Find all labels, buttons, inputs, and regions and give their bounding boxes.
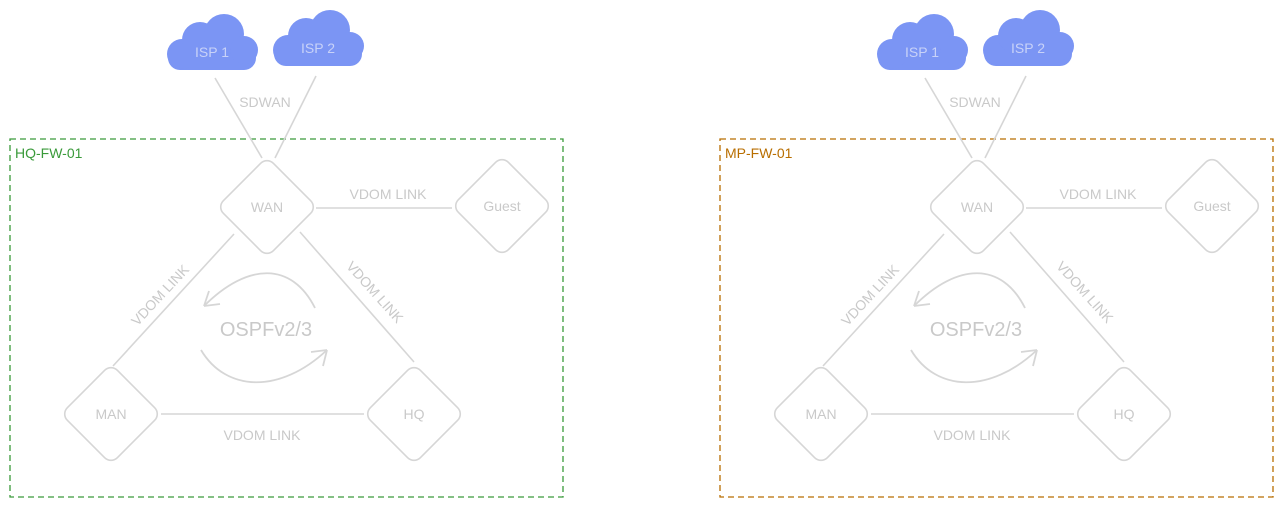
isp-label: ISP 2 (301, 40, 335, 56)
isp-cloud-1: ISP 1 (877, 14, 968, 70)
vdom-link-label: VDOM LINK (223, 427, 301, 443)
ospf-label: OSPFv2/3 (220, 319, 312, 341)
cycle-arrows-icon (910, 272, 1038, 384)
diamond-node-icon (219, 159, 315, 255)
firewall-title: HQ-FW-01 (15, 145, 83, 161)
diamond-node-icon (63, 366, 159, 462)
isp-label: ISP 2 (1011, 40, 1045, 56)
vdom-node-hq: HQ (1076, 366, 1172, 462)
cloud-icon (877, 14, 968, 70)
isp-label: ISP 1 (195, 44, 229, 60)
isp-cloud-2: ISP 2 (273, 10, 364, 66)
sdwan-link-isp1 (214, 77, 263, 159)
node-label: HQ (404, 406, 425, 422)
cloud-icon (983, 10, 1074, 66)
sdwan-label: SDWAN (239, 94, 291, 110)
vdom-link-label: VDOM LINK (838, 261, 903, 329)
vdom-link-label: VDOM LINK (349, 186, 427, 202)
firewall-title: MP-FW-01 (725, 145, 793, 161)
ospf-label: OSPFv2/3 (930, 319, 1022, 341)
node-label: Guest (483, 198, 520, 214)
vdom-node-hq: HQ (366, 366, 462, 462)
vdom-link-label: VDOM LINK (128, 261, 193, 329)
vdom-node-man: MAN (63, 366, 159, 462)
node-label: WAN (251, 199, 283, 215)
sdwan-link-isp2 (984, 75, 1027, 159)
vdom-link-label: VDOM LINK (933, 427, 1011, 443)
node-label: MAN (95, 406, 126, 422)
vdom-node-wan: WAN (219, 159, 315, 255)
link-wan-man (112, 233, 235, 367)
vdom-node-guest: Guest (454, 158, 550, 254)
diamond-node-icon (1164, 158, 1260, 254)
sdwan-link-isp1 (924, 77, 973, 159)
isp-cloud-2: ISP 2 (983, 10, 1074, 66)
node-label: WAN (961, 199, 993, 215)
diamond-node-icon (929, 159, 1025, 255)
diamond-node-icon (454, 158, 550, 254)
vdom-node-guest: Guest (1164, 158, 1260, 254)
isp-label: ISP 1 (905, 44, 939, 60)
diamond-node-icon (773, 366, 869, 462)
cycle-arrows-icon (200, 272, 328, 384)
firewall-boundary (9, 138, 564, 498)
link-wan-man (822, 233, 945, 367)
diamond-node-icon (1076, 366, 1172, 462)
cloud-icon (273, 10, 364, 66)
link-wan-hq (299, 231, 415, 363)
node-label: Guest (1193, 198, 1230, 214)
link-wan-hq (1009, 231, 1125, 363)
firewall-boundary (719, 138, 1274, 498)
sdwan-link-isp2 (274, 75, 317, 159)
vdom-node-man: MAN (773, 366, 869, 462)
sdwan-label: SDWAN (949, 94, 1001, 110)
cloud-icon (167, 14, 258, 70)
vdom-node-wan: WAN (929, 159, 1025, 255)
vdom-link-label: VDOM LINK (1059, 186, 1137, 202)
diamond-node-icon (366, 366, 462, 462)
node-label: MAN (805, 406, 836, 422)
isp-cloud-1: ISP 1 (167, 14, 258, 70)
node-label: HQ (1114, 406, 1135, 422)
